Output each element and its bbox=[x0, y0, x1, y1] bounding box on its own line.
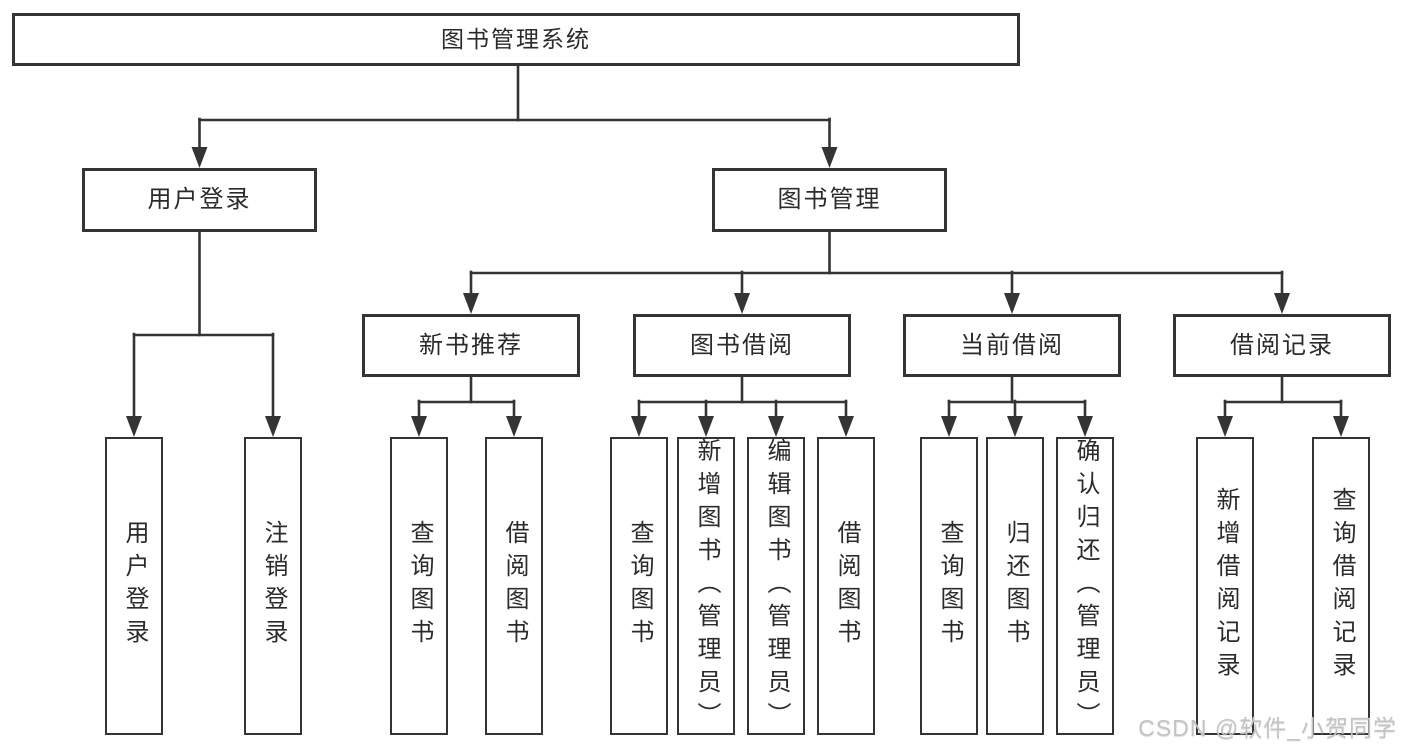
node-label: 图书管理 bbox=[777, 186, 882, 213]
leaf-query-books-borrowing: 查询图书 bbox=[610, 437, 668, 735]
leaf-return-books: 归还图书 bbox=[986, 437, 1044, 735]
node-book-management: 图书管理 bbox=[712, 168, 947, 232]
leaf-edit-books-admin: 编辑图书（管理员） bbox=[747, 437, 805, 735]
node-label: 查询借阅记录 bbox=[1328, 487, 1355, 685]
node-label: 用户登录 bbox=[121, 520, 148, 652]
node-label: 查询图书 bbox=[406, 520, 433, 652]
node-label: 编辑图书（管理员） bbox=[763, 437, 790, 735]
leaf-query-borrow-record: 查询借阅记录 bbox=[1312, 437, 1370, 735]
node-label: 借阅图书 bbox=[833, 520, 860, 652]
node-label: 查询图书 bbox=[936, 520, 963, 652]
leaf-confirm-return-admin: 确认归还（管理员） bbox=[1056, 437, 1114, 735]
leaf-add-borrow-record: 新增借阅记录 bbox=[1196, 437, 1254, 735]
node-label: 新增图书（管理员） bbox=[693, 437, 720, 735]
node-book-borrowing: 图书借阅 bbox=[633, 314, 851, 377]
node-new-book-recommendation: 新书推荐 bbox=[362, 314, 580, 377]
node-label: 注销登录 bbox=[260, 520, 287, 652]
node-label: 确认归还（管理员） bbox=[1072, 437, 1099, 735]
leaf-query-books-current: 查询图书 bbox=[920, 437, 978, 735]
node-label: 新书推荐 bbox=[419, 331, 523, 359]
node-label: 新增借阅记录 bbox=[1212, 487, 1239, 685]
node-borrowing-records: 借阅记录 bbox=[1173, 314, 1391, 377]
leaf-user-login: 用户登录 bbox=[105, 437, 163, 735]
leaf-query-books: 查询图书 bbox=[390, 437, 448, 735]
node-user-login: 用户登录 bbox=[82, 168, 317, 232]
leaf-borrow-books-borrowing: 借阅图书 bbox=[817, 437, 875, 735]
node-label: 归还图书 bbox=[1002, 520, 1029, 652]
node-label: 借阅图书 bbox=[501, 520, 528, 652]
leaf-logout: 注销登录 bbox=[244, 437, 302, 735]
node-label: 借阅记录 bbox=[1230, 331, 1334, 359]
node-current-borrowing: 当前借阅 bbox=[903, 314, 1121, 377]
node-label: 查询图书 bbox=[626, 520, 653, 652]
leaf-borrow-books: 借阅图书 bbox=[485, 437, 543, 735]
node-label: 图书借阅 bbox=[690, 331, 794, 359]
leaf-add-books-admin: 新增图书（管理员） bbox=[677, 437, 735, 735]
node-label: 用户登录 bbox=[147, 186, 252, 213]
node-library-management-system: 图书管理系统 bbox=[12, 13, 1020, 66]
node-label: 当前借阅 bbox=[960, 331, 1064, 359]
csdn-watermark: CSDN @软件_小贺同学 bbox=[1138, 715, 1397, 741]
node-label: 图书管理系统 bbox=[441, 26, 591, 52]
